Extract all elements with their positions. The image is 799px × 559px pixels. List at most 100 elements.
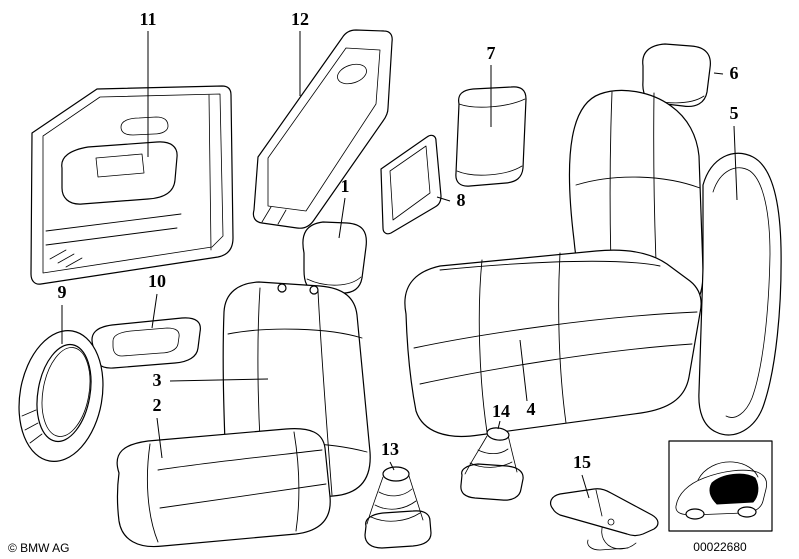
inner-rim (36, 343, 92, 443)
center-armrest-drawing (91, 317, 201, 369)
length-seam-2 (419, 343, 693, 385)
base-plate (587, 539, 629, 551)
callout-label-12[interactable]: 12 (291, 9, 309, 29)
callout-label-1[interactable]: 1 (341, 176, 350, 196)
callout-3: 3 (153, 370, 269, 390)
bolster-seam-right (293, 431, 300, 532)
callout-label-9[interactable]: 9 (58, 282, 67, 302)
callout-5: 5 (730, 103, 739, 201)
callout-6: 6 (713, 63, 739, 83)
base (460, 463, 524, 501)
callout-label-5[interactable]: 5 (730, 103, 739, 123)
top-edge (458, 98, 526, 108)
cross-seam-1 (478, 259, 488, 433)
callout-4: 4 (519, 339, 536, 419)
front-seat-cushion-drawing (116, 428, 331, 548)
base (364, 510, 432, 549)
vertical-seam-2 (317, 290, 333, 496)
inner-contour (267, 47, 381, 212)
outline (91, 317, 201, 369)
document-number: 00022680 (693, 540, 747, 554)
outline (380, 134, 442, 235)
tick-lines (261, 206, 287, 225)
leader-line-4 (519, 339, 528, 402)
inner-contour (42, 93, 224, 274)
outline (302, 221, 367, 294)
bolster-inner-line (712, 167, 771, 418)
front-door-panel-drawing (30, 85, 234, 285)
headrest-guide-left (277, 283, 287, 293)
leader-line-13 (389, 461, 395, 471)
copyright-text: © BMW AG (8, 541, 70, 555)
pocket-line-2 (45, 227, 178, 246)
cross-seam-2 (558, 252, 567, 424)
armrest (61, 141, 178, 205)
rim-thickness (41, 347, 91, 437)
front-headrest-drawing (302, 221, 367, 294)
fold-3 (370, 512, 421, 522)
outline (116, 428, 331, 548)
fold-1 (378, 488, 413, 497)
car-wheel-left (685, 508, 705, 520)
collar (382, 466, 410, 482)
callouts: 1 2 3 4 5 6 7 8 (58, 9, 739, 499)
collar (486, 427, 510, 441)
length-seam-1 (157, 449, 323, 471)
side-left (366, 476, 384, 525)
door-pull (95, 153, 145, 178)
bottom-edge (306, 276, 362, 286)
callout-label-15[interactable]: 15 (573, 452, 591, 472)
inner-contour (389, 145, 431, 221)
leader-line-3 (169, 378, 269, 382)
edge-fold (208, 94, 212, 251)
callout-13: 13 (381, 439, 399, 471)
inner-contour (112, 327, 180, 357)
highlighted-interior-region (709, 473, 759, 505)
side-left (464, 435, 488, 475)
length-seam-2 (159, 483, 327, 509)
length-seam-1 (413, 311, 698, 349)
callout-11: 11 (139, 9, 157, 157)
top-edge-line (439, 260, 661, 271)
leader-line-2 (156, 417, 163, 459)
callout-10: 10 (148, 271, 166, 329)
callout-15: 15 (573, 452, 591, 499)
rear-quarter-trim-drawing (252, 29, 393, 229)
callout-2: 2 (153, 395, 163, 459)
callout-label-11[interactable]: 11 (139, 9, 156, 29)
callout-label-10[interactable]: 10 (148, 271, 166, 291)
leader-line-8 (436, 196, 451, 202)
bolster-seam-left (146, 443, 159, 543)
callout-8: 8 (436, 190, 466, 210)
steering-wheel-rim-drawing (18, 330, 104, 462)
grip-divider (595, 489, 603, 517)
headrest-pad-drawing (455, 86, 527, 187)
handbrake-lever-drawing (550, 488, 659, 551)
callout-1: 1 (338, 176, 350, 239)
position-thumbnail: 00022680 (668, 440, 773, 554)
leader-line-5 (733, 125, 738, 201)
leader-line-10 (151, 293, 158, 329)
callout-label-8[interactable]: 8 (457, 190, 466, 210)
callout-label-14[interactable]: 14 (492, 401, 510, 421)
callout-label-4[interactable]: 4 (527, 399, 536, 419)
callout-7: 7 (487, 43, 496, 127)
callout-label-13[interactable]: 13 (381, 439, 399, 459)
gearshift-gaiter-drawing (364, 466, 432, 549)
callout-14: 14 (492, 401, 510, 430)
fold-1 (477, 448, 509, 455)
car-roof (697, 461, 759, 481)
rear-seat-cushion-drawing (404, 249, 702, 438)
callout-label-7[interactable]: 7 (487, 43, 496, 63)
callout-label-6[interactable]: 6 (730, 63, 739, 83)
leader-line-15 (581, 474, 590, 499)
outline (252, 29, 393, 229)
leader-line-1 (338, 197, 346, 239)
callout-label-2[interactable]: 2 (153, 395, 162, 415)
outline (404, 249, 702, 438)
callout-label-3[interactable]: 3 (153, 370, 162, 390)
leader-line-6 (713, 72, 724, 75)
lever-body (550, 488, 659, 537)
